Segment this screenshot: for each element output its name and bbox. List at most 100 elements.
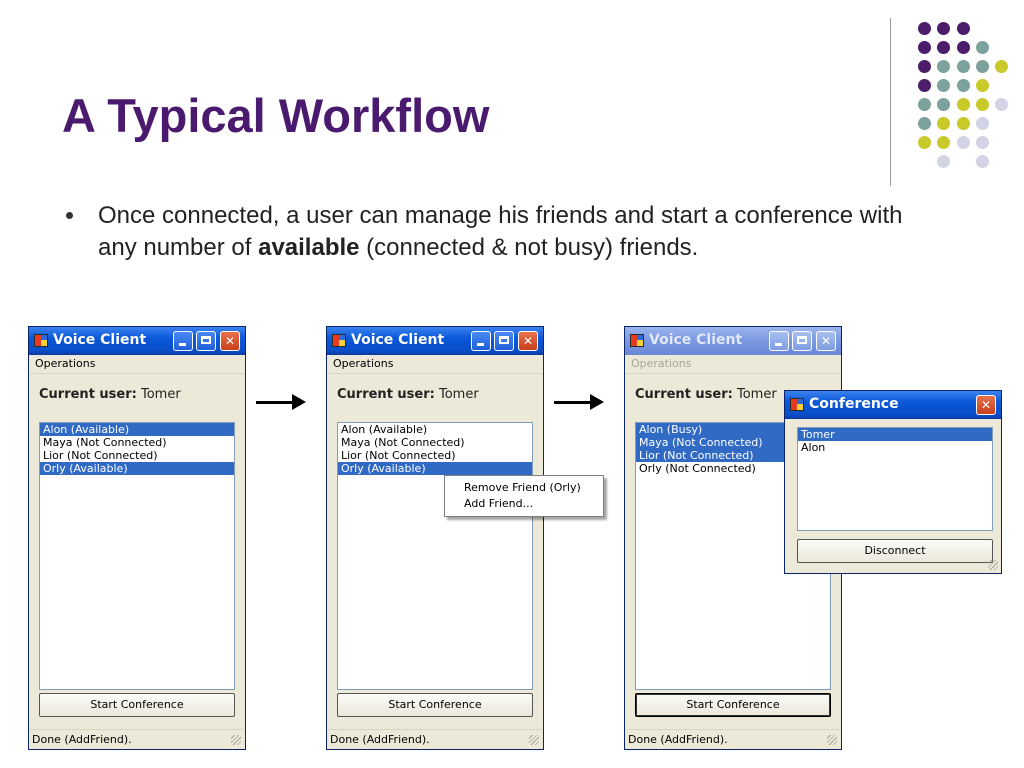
list-item[interactable]: Alon (Available) <box>341 423 428 436</box>
list-item[interactable]: Lior (Not Connected) <box>43 449 158 462</box>
resize-grip-icon[interactable] <box>988 560 998 570</box>
decorative-dot <box>937 98 950 111</box>
list-item[interactable]: Tomer <box>798 428 992 441</box>
decorative-dot <box>918 136 931 149</box>
start-conference-button[interactable]: Start Conference <box>337 693 533 717</box>
app-icon <box>790 398 804 411</box>
status-text: Done (AddFriend). <box>628 733 728 746</box>
arrow-icon-1 <box>256 394 306 410</box>
decorative-dot <box>937 41 950 54</box>
current-user-label: Current user: <box>635 387 733 402</box>
resize-grip-icon[interactable] <box>231 735 241 745</box>
list-item[interactable]: Lior (Not Connected) <box>341 449 456 462</box>
window-title: Voice Client <box>351 332 445 348</box>
list-item[interactable]: Alon (Available) <box>40 423 234 436</box>
decorative-dot <box>937 117 950 130</box>
current-user-name: Tomer <box>141 387 181 402</box>
resize-grip-icon[interactable] <box>827 735 837 745</box>
list-item[interactable]: Maya (Not Connected) <box>43 436 167 449</box>
title-bar[interactable]: Voice Client ✕ <box>29 327 245 355</box>
decorative-dot <box>937 79 950 92</box>
window-title: Conference <box>809 396 899 412</box>
maximize-button[interactable] <box>792 331 812 351</box>
decorative-dot <box>957 79 970 92</box>
close-button[interactable]: ✕ <box>816 331 836 351</box>
start-conference-button[interactable]: Start Conference <box>635 693 831 717</box>
slide-title: A Typical Workflow <box>62 89 490 142</box>
menu-item-remove-friend[interactable]: Remove Friend (Orly) <box>464 481 581 494</box>
list-item[interactable]: Alon (Busy) <box>636 423 830 436</box>
decorative-dot <box>957 60 970 73</box>
decorative-dot <box>995 98 1008 111</box>
friends-list[interactable]: Alon (Available)Maya (Not Connected)Lior… <box>39 422 235 690</box>
decorative-dot <box>976 60 989 73</box>
menu-operations[interactable]: Operations <box>333 357 394 370</box>
decorative-dot <box>976 136 989 149</box>
window-title: Voice Client <box>649 332 743 348</box>
current-user: Current user: Tomer <box>337 387 479 402</box>
list-item[interactable]: Orly (Not Connected) <box>639 462 756 475</box>
status-text: Done (AddFriend). <box>330 733 430 746</box>
list-item[interactable]: Maya (Not Connected) <box>341 436 465 449</box>
menu-operations[interactable]: Operations <box>35 357 96 370</box>
bullet-icon <box>66 212 73 219</box>
close-button[interactable]: ✕ <box>976 395 996 415</box>
menu-bar: Operations <box>328 356 542 374</box>
app-icon <box>34 334 48 347</box>
list-item[interactable]: Orly (Available) <box>338 462 532 475</box>
title-bar[interactable]: Conference ✕ <box>785 391 1001 419</box>
voice-client-window-1: Voice Client ✕ Operations Current user: … <box>28 326 246 750</box>
bullet-text: Once connected, a user can manage his fr… <box>98 200 938 264</box>
list-item[interactable]: Orly (Available) <box>40 462 234 475</box>
decorative-dot <box>918 117 931 130</box>
list-item[interactable]: Lior (Not Connected) <box>636 449 830 462</box>
decorative-dot <box>918 98 931 111</box>
decorative-dot <box>918 22 931 35</box>
decorative-dot <box>957 136 970 149</box>
current-user: Current user: Tomer <box>635 387 777 402</box>
start-conference-button[interactable]: Start Conference <box>39 693 235 717</box>
title-bar[interactable]: Voice Client ✕ <box>327 327 543 355</box>
divider-line <box>890 18 891 186</box>
window-title: Voice Client <box>53 332 147 348</box>
list-item[interactable]: Alon <box>801 441 826 454</box>
bullet-text-bold: available <box>258 234 360 261</box>
minimize-button[interactable] <box>471 331 491 351</box>
minimize-button[interactable] <box>769 331 789 351</box>
decorative-dot <box>937 155 950 168</box>
close-button[interactable]: ✕ <box>220 331 240 351</box>
maximize-button[interactable] <box>494 331 514 351</box>
bullet-text-part2: (connected & not busy) friends. <box>359 234 699 261</box>
status-bar: Done (AddFriend). <box>30 729 244 748</box>
bullet-text-part1: Once connected, a user can manage his fr… <box>98 202 903 261</box>
minimize-button[interactable] <box>173 331 193 351</box>
decorative-dot <box>976 155 989 168</box>
decorative-dot <box>957 41 970 54</box>
decorative-dot <box>957 98 970 111</box>
list-item[interactable]: Maya (Not Connected) <box>636 436 830 449</box>
close-button[interactable]: ✕ <box>518 331 538 351</box>
decorative-dot <box>957 22 970 35</box>
current-user: Current user: Tomer <box>39 387 181 402</box>
decorative-dot <box>918 79 931 92</box>
friends-list[interactable]: Alon (Available)Maya (Not Connected)Lior… <box>337 422 533 690</box>
menu-item-add-friend[interactable]: Add Friend... <box>464 497 534 510</box>
decorative-dot <box>976 79 989 92</box>
app-icon <box>332 334 346 347</box>
decorative-dot <box>976 41 989 54</box>
current-user-name: Tomer <box>737 387 777 402</box>
resize-grip-icon[interactable] <box>529 735 539 745</box>
decorative-dot <box>918 60 931 73</box>
decorative-dot <box>976 98 989 111</box>
disconnect-button[interactable]: Disconnect <box>797 539 993 563</box>
decorative-dot <box>937 136 950 149</box>
menu-bar: Operations <box>626 356 840 374</box>
decorative-dot <box>976 117 989 130</box>
title-bar[interactable]: Voice Client ✕ <box>625 327 841 355</box>
voice-client-window-2: Voice Client ✕ Operations Current user: … <box>326 326 544 750</box>
maximize-button[interactable] <box>196 331 216 351</box>
menu-operations[interactable]: Operations <box>631 357 692 370</box>
app-icon <box>630 334 644 347</box>
